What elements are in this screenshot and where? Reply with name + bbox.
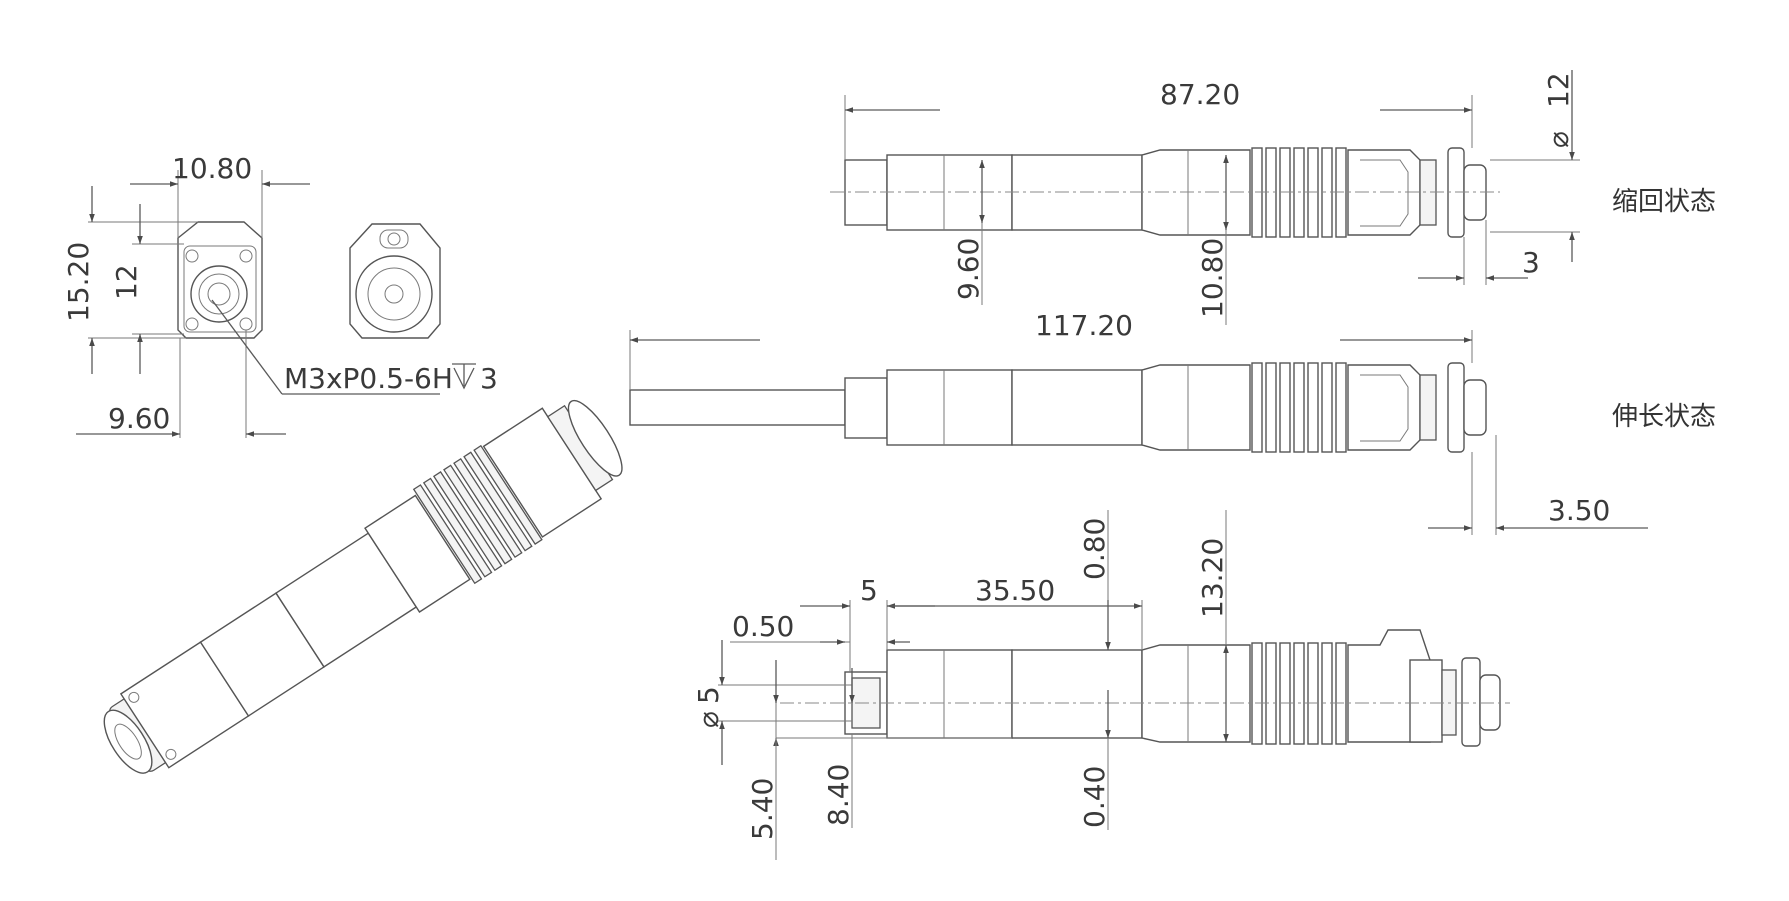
dim-front-height: 15.20 (62, 242, 95, 322)
front-view: 10.80 15.20 12 9.60 M3xP0.5-6H 3 (62, 152, 498, 438)
dim-retracted-body-large: 10.80 (1196, 238, 1229, 318)
retracted-view: 87.20 ⌀ 12 9.60 10.80 3 缩回状态 (830, 70, 1716, 325)
dim-section-step: 5 (860, 574, 878, 607)
dim-front-hole-spacing: 9.60 (108, 402, 170, 435)
dim-extended-flange: 3.50 (1548, 494, 1610, 527)
extended-view: 117.20 3.50 伸长状态 (629, 309, 1716, 535)
thread-depth: 3 (480, 362, 498, 395)
isometric-view (103, 399, 623, 774)
iso-ribs (412, 444, 543, 585)
dim-retracted-length: 87.20 (1160, 78, 1240, 111)
label-extended-state: 伸长状态 (1612, 402, 1716, 432)
dim-retracted-dia-symbol: ⌀ (1542, 131, 1575, 148)
dim-section-rod-dia-symbol: ⌀ (692, 711, 725, 728)
rear-view (349, 223, 441, 339)
dim-section-rod-center: 5.40 (746, 778, 779, 840)
dim-section-groove-length: 35.50 (975, 574, 1055, 607)
dim-front-width: 10.80 (172, 152, 252, 185)
dim-retracted-body-small: 9.60 (952, 238, 985, 300)
dim-section-groove-bottom: 0.40 (1078, 766, 1111, 828)
dim-section-groove-top: 0.80 (1078, 518, 1111, 580)
dim-section-body-center: 8.40 (822, 764, 855, 826)
dim-retracted-dia: 12 (1542, 72, 1575, 108)
dim-section-rod-offset: 0.50 (732, 610, 794, 643)
dim-section-rod-dia: 5 (692, 686, 725, 704)
extended-ribs (1251, 362, 1347, 453)
dim-front-bore: 12 (110, 264, 143, 300)
dim-retracted-flange: 3 (1522, 246, 1540, 279)
label-retracted-state: 缩回状态 (1612, 187, 1716, 217)
section-view: 5 35.50 0.50 0.80 13.20 0.40 ⌀ 5 5.40 8 (692, 510, 1510, 860)
depth-symbol-icon (452, 363, 476, 390)
dim-extended-length: 117.20 (1035, 309, 1133, 342)
dim-section-height: 13.20 (1196, 538, 1229, 618)
section-ribs (1251, 642, 1347, 745)
thread-callout: M3xP0.5-6H (284, 362, 453, 395)
